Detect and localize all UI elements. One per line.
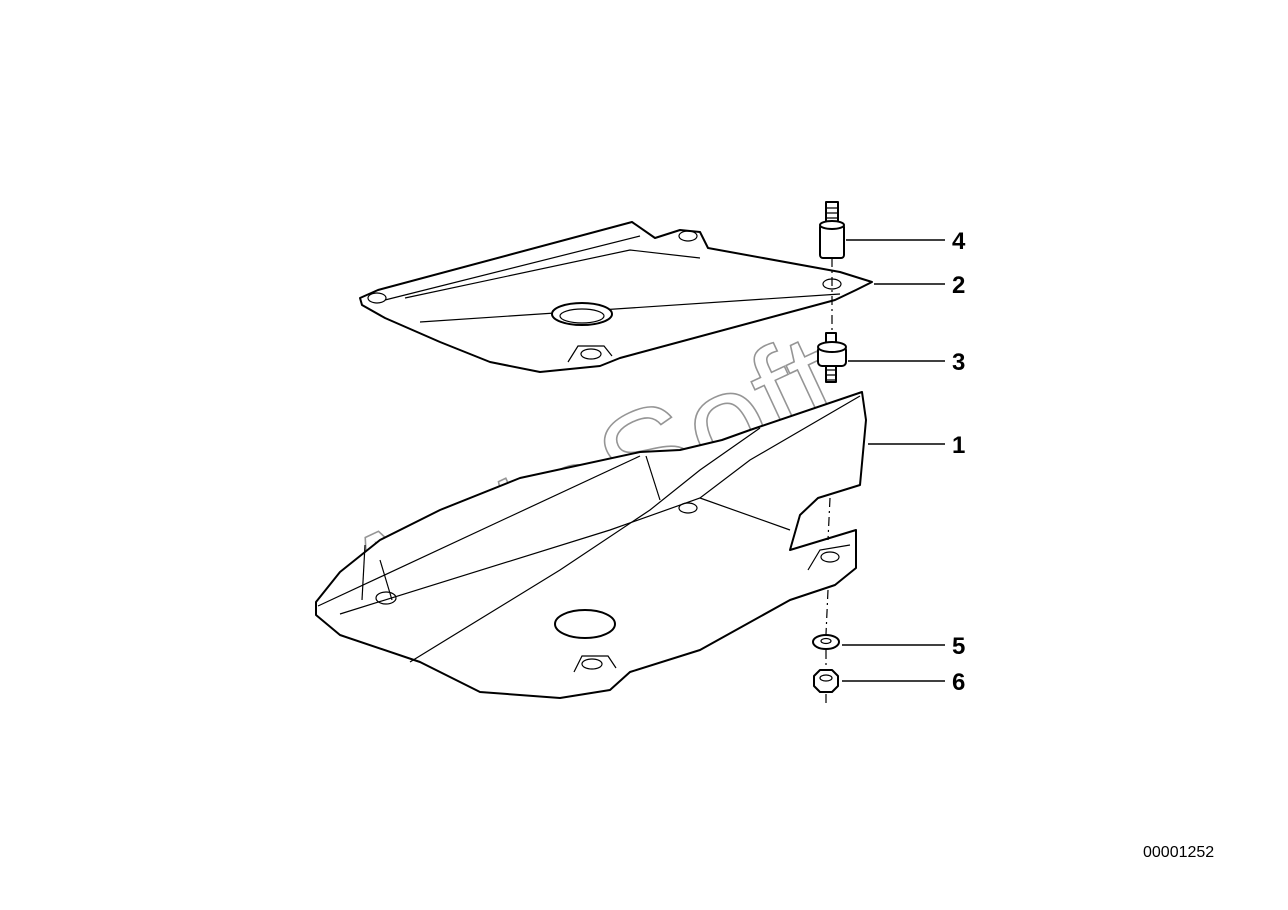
part-1-lower-guard xyxy=(315,391,867,699)
callout-5: 5 xyxy=(952,633,965,660)
callout-4: 4 xyxy=(952,228,966,255)
part-5-washer xyxy=(812,634,840,650)
part-2-cover-plate xyxy=(359,221,873,373)
diagram-code: 00001252 xyxy=(1143,844,1215,861)
callout-2: 2 xyxy=(952,272,965,299)
part-3-rubber-mount xyxy=(817,332,847,383)
callout-3: 3 xyxy=(952,349,965,376)
callout-1: 1 xyxy=(952,432,965,459)
assembly-axis-lower xyxy=(825,497,831,706)
callout-6: 6 xyxy=(952,669,965,696)
part-4-spacer-bolt xyxy=(819,201,845,259)
part-6-nut xyxy=(813,669,839,693)
